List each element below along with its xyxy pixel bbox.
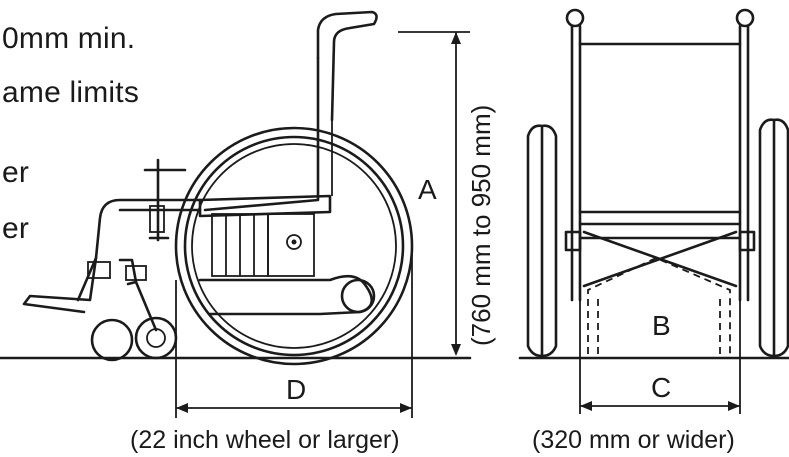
front-view-wheelchair [518,8,789,414]
label-A: A [418,174,437,205]
wheel-size-caption: (22 inch wheel or larger) [130,426,400,454]
caster-stem [134,280,158,332]
dim-D-arrow-left [176,403,188,413]
push-rim [191,143,397,349]
dim-C-arrow-left [580,401,592,411]
side-view-wheelchair [0,10,472,418]
left-wheel-outer [526,124,544,358]
left-text-line-2: ame limits [2,76,140,109]
dim-C-arrow-right [728,401,740,411]
left-text-line-1: 0mm min. [2,22,136,55]
label-D: D [286,374,307,405]
brake-lever [143,158,187,242]
right-wheel-outer [758,118,776,358]
caster-clamp [125,265,147,281]
front-frame [76,198,202,302]
handle-knob-left [565,8,585,28]
seat-width-caption: (320 mm or wider) [532,426,735,454]
caster-hub [146,328,166,348]
clamp-right [738,230,756,252]
front-caster-back [90,318,134,362]
left-text-line-4: er [2,212,30,245]
left-wheel-inner [540,124,558,358]
cross-brace-2 [582,230,738,288]
rear-wheel-rim [183,135,405,357]
caster-fork [118,258,138,286]
label-C: C [651,372,672,403]
height-range-label: (760 mm to 950 mm) [466,104,496,346]
front-caster [134,316,178,360]
dim-A-arrow-top [451,32,461,44]
wheel-hub [286,234,302,250]
push-handle [316,10,378,122]
dim-D-arrow-right [400,403,412,413]
label-B: B [652,310,671,341]
anti-tip-wheel [340,278,376,314]
brake-block [149,205,165,233]
handle-knob-right [735,8,755,28]
backrest-frame [203,56,320,212]
wheel-hub-center [291,239,297,245]
dim-A-arrow-bottom [451,344,461,356]
right-wheel-inner [772,118,789,358]
side-frame-right [267,213,315,277]
left-text-line-3: er [2,156,30,189]
seat-space-outline [587,257,731,354]
legrest-clamp [87,261,111,279]
footplate [22,256,98,314]
clamp-left [564,230,582,252]
seat [198,194,332,218]
